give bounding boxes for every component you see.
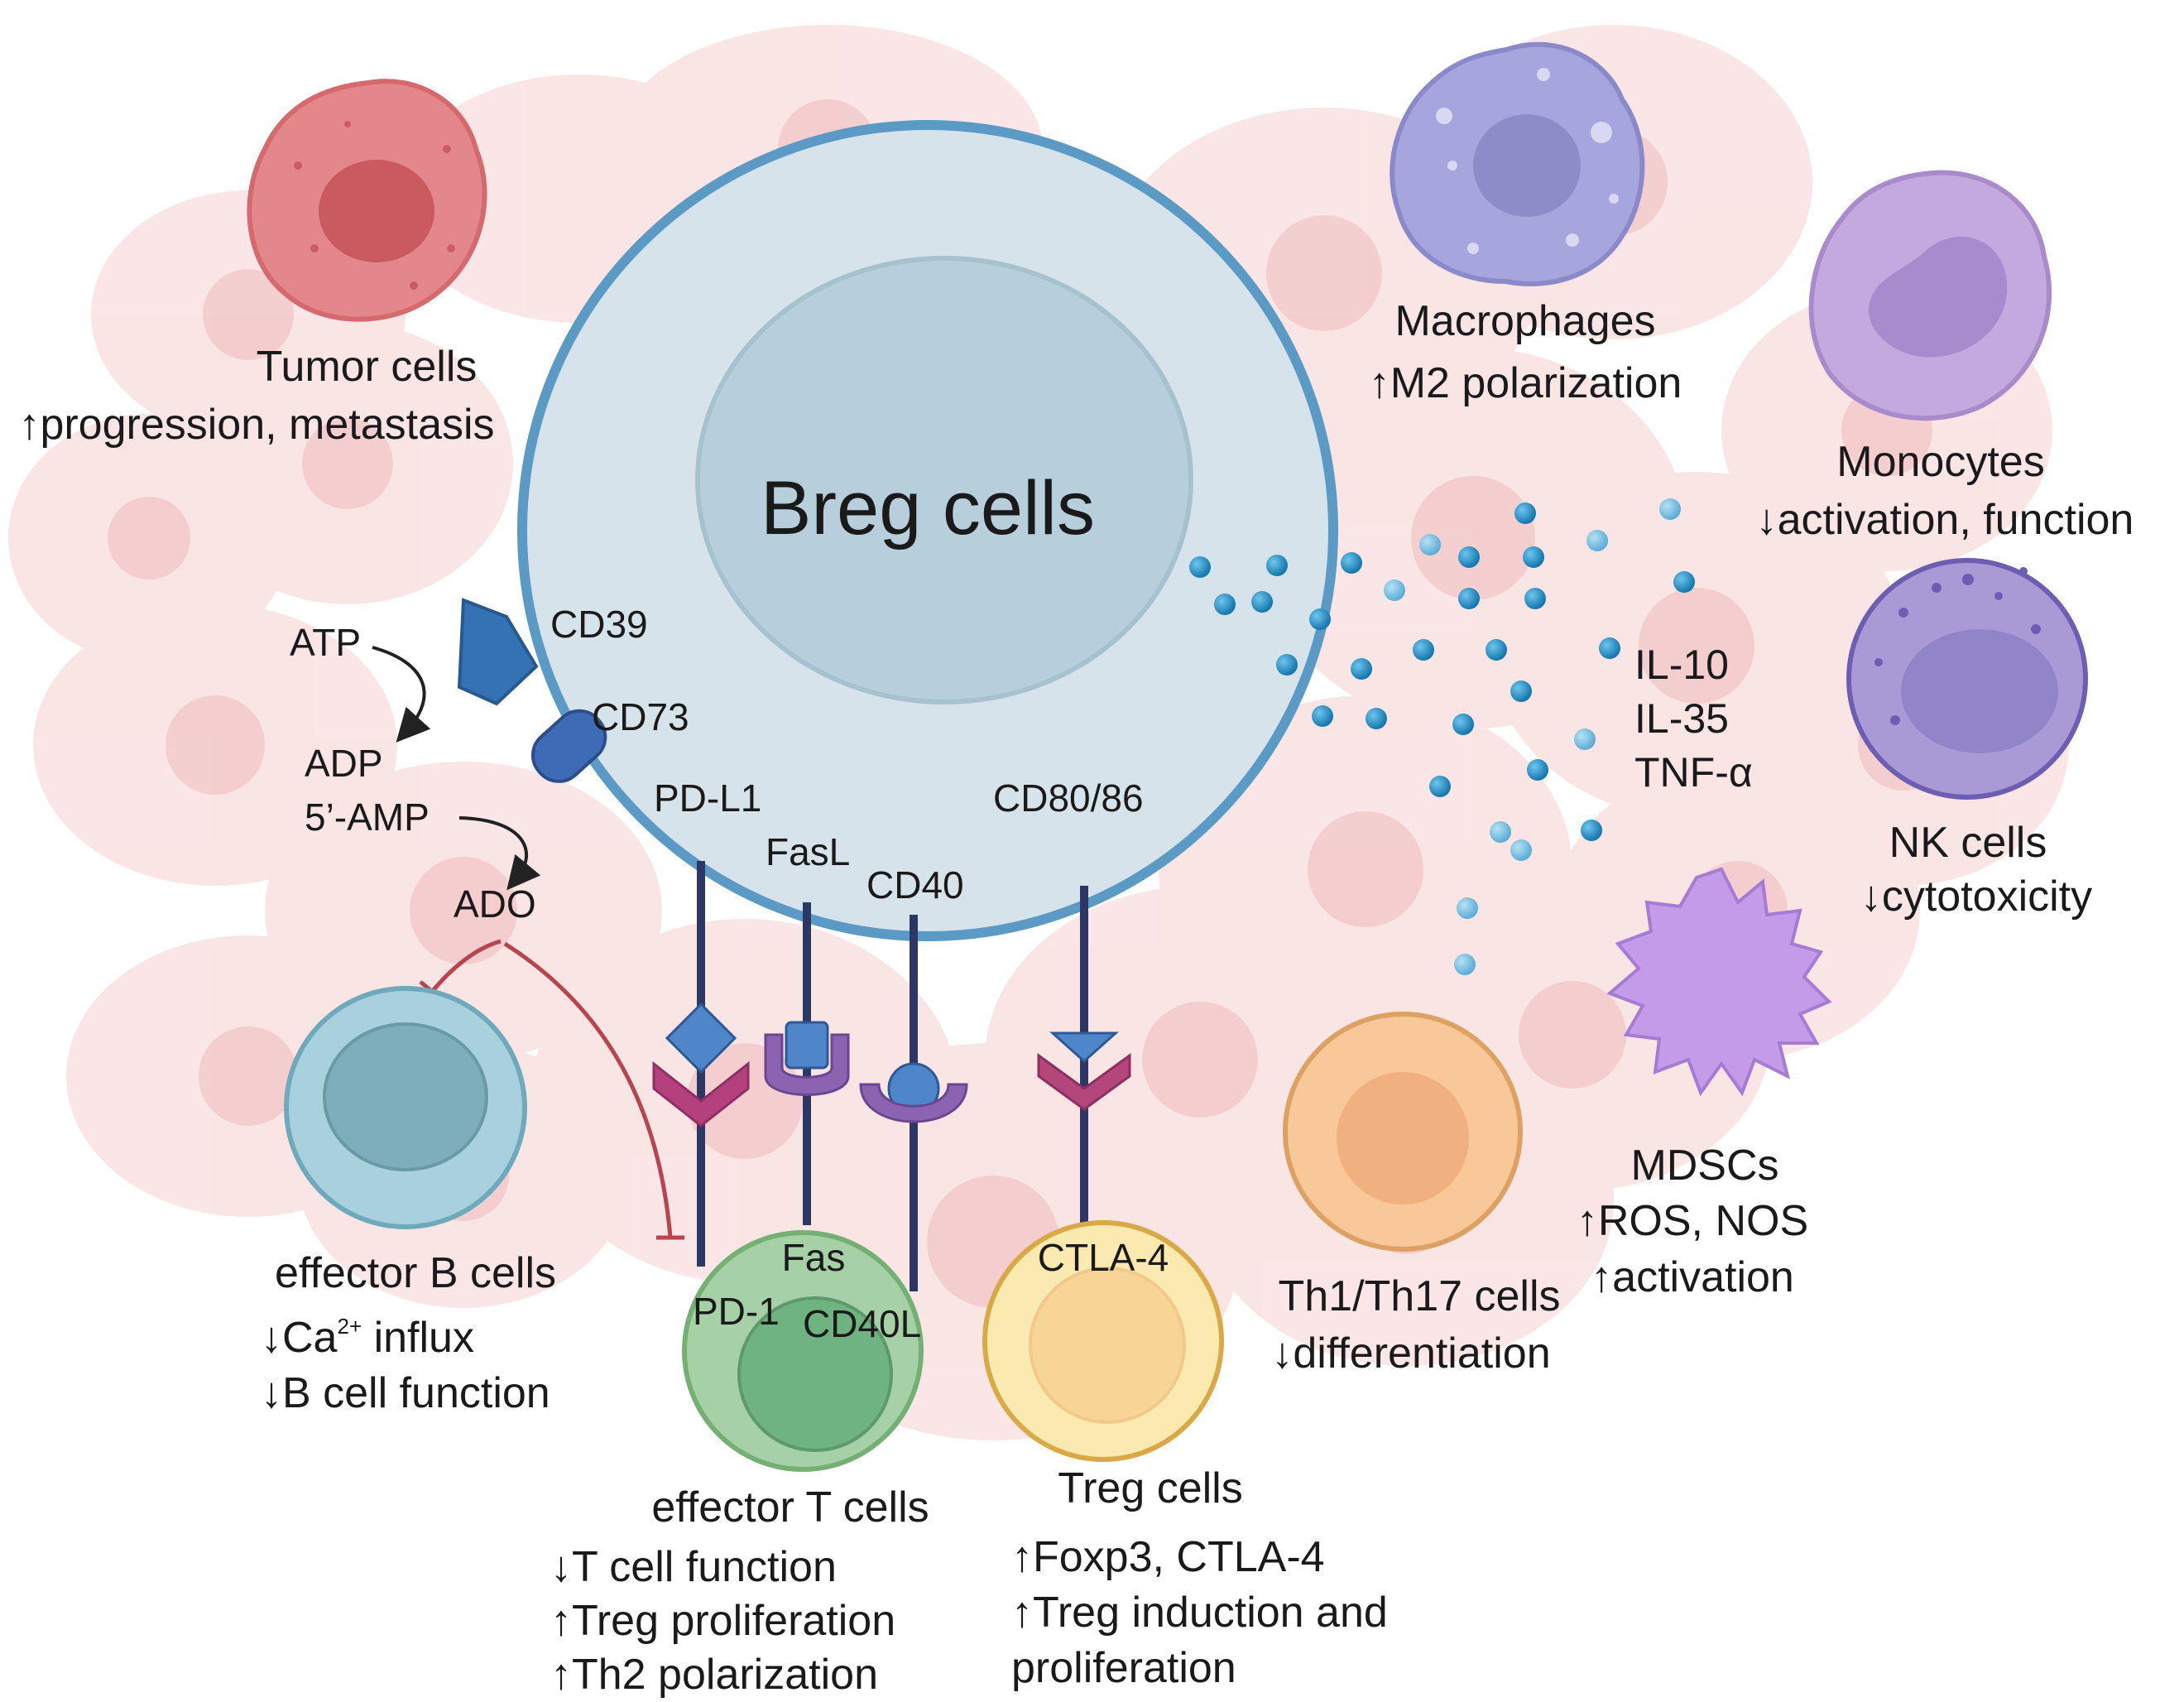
atp-label: ATP <box>290 621 361 664</box>
cytokine-il10: IL-10 <box>1634 642 1729 688</box>
ado-inhibit-t-line <box>503 941 673 1238</box>
fasl-ligand-icon <box>785 1021 829 1070</box>
treg-label: Treg cells <box>1058 1464 1242 1512</box>
pd1-receptor-icon <box>652 1060 750 1127</box>
macrophages-label: Macrophages <box>1394 297 1655 345</box>
fasl-label: FasL <box>766 830 850 873</box>
pd1-label: PD-1 <box>693 1290 780 1333</box>
effector-b-effect-ca: ↓Ca2+ influx <box>261 1314 474 1362</box>
breg-cell <box>517 120 1338 941</box>
nk-cells-effect: ↓cytotoxicity <box>1860 873 2092 921</box>
treg-effect-3: proliferation <box>1011 1644 1236 1692</box>
effector-b-label: effector B cells <box>275 1249 556 1297</box>
monocytes-label: Monocytes <box>1836 438 2044 486</box>
amp-label: 5’-AMP <box>305 796 430 839</box>
effector-t-effect-3: ↑Th2 polarization <box>550 1651 878 1699</box>
adp-label: ADP <box>305 742 383 785</box>
breg-title: Breg cells <box>761 466 1095 551</box>
pdl1-ligand-icon <box>665 1002 737 1075</box>
cd8086-ligand-icon <box>1049 1031 1119 1064</box>
tumor-cells-label: Tumor cells <box>257 343 478 391</box>
treg-cell-icon <box>982 1220 1224 1462</box>
tumor-cell-icon <box>247 79 487 322</box>
cytokine-particles <box>1189 498 1695 975</box>
effector-t-effect-1: ↓T cell function <box>550 1543 837 1591</box>
treg-effect-1: ↑Foxp3, CTLA-4 <box>1011 1533 1325 1581</box>
ctla4-label: CTLA-4 <box>1038 1236 1169 1279</box>
ado-label: ADO <box>454 882 536 926</box>
effector-b-cell-icon <box>284 986 527 1229</box>
monocytes-effect: ↓activation, function <box>1756 496 2134 544</box>
effector-t-effect-2: ↑Treg proliferation <box>550 1597 895 1645</box>
mdsc-label: MDSCs <box>1630 1142 1778 1190</box>
effector-t-cell-icon <box>682 1230 924 1472</box>
cytokine-il35: IL-35 <box>1634 695 1729 742</box>
effector-t-label: effector T cells <box>651 1483 929 1531</box>
mdsc-effect-1: ↑ROS, NOS <box>1577 1197 1808 1245</box>
macrophages-effect: ↑M2 polarization <box>1369 359 1682 407</box>
mdsc-effect-2: ↑activation <box>1591 1253 1794 1301</box>
nk-cell-icon <box>1846 558 2088 800</box>
nk-cells-label: NK cells <box>1889 819 2047 867</box>
th-cells-label: Th1/Th17 cells <box>1278 1272 1560 1320</box>
tumor-cells-effect: ↑progression, metastasis <box>18 401 494 449</box>
fas-label: Fas <box>782 1236 846 1279</box>
cd40-label: CD40 <box>866 863 964 906</box>
th-cell-icon <box>1283 1012 1523 1252</box>
treg-effect-2: ↑Treg induction and <box>1011 1589 1388 1637</box>
amp-to-ado-arrow <box>458 816 541 891</box>
th-cells-effect: ↓differentiation <box>1271 1329 1550 1377</box>
cd40l-receptor-icon <box>859 1083 968 1123</box>
cd73-label: CD73 <box>592 695 689 738</box>
cd39-label: CD39 <box>550 603 648 646</box>
ctla4-receptor-icon <box>1037 1053 1131 1111</box>
mdsc-icon <box>1606 867 1832 1097</box>
effector-b-effect-function: ↓B cell function <box>261 1369 550 1417</box>
cd8086-label: CD80/86 <box>993 776 1144 820</box>
pdl1-label: PD-L1 <box>654 776 761 820</box>
cd73-icon <box>530 709 607 783</box>
monocyte-icon <box>1808 170 2052 421</box>
cd39-icon <box>457 598 539 706</box>
cd40l-label: CD40L <box>803 1302 921 1345</box>
cytokine-tnfa: TNF-α <box>1634 749 1753 796</box>
atp-to-adp-arrow <box>372 646 431 743</box>
fas-receptor-icon <box>764 1033 850 1096</box>
macrophage-icon <box>1390 41 1645 286</box>
ado-inhibit-b-line <box>430 939 502 993</box>
